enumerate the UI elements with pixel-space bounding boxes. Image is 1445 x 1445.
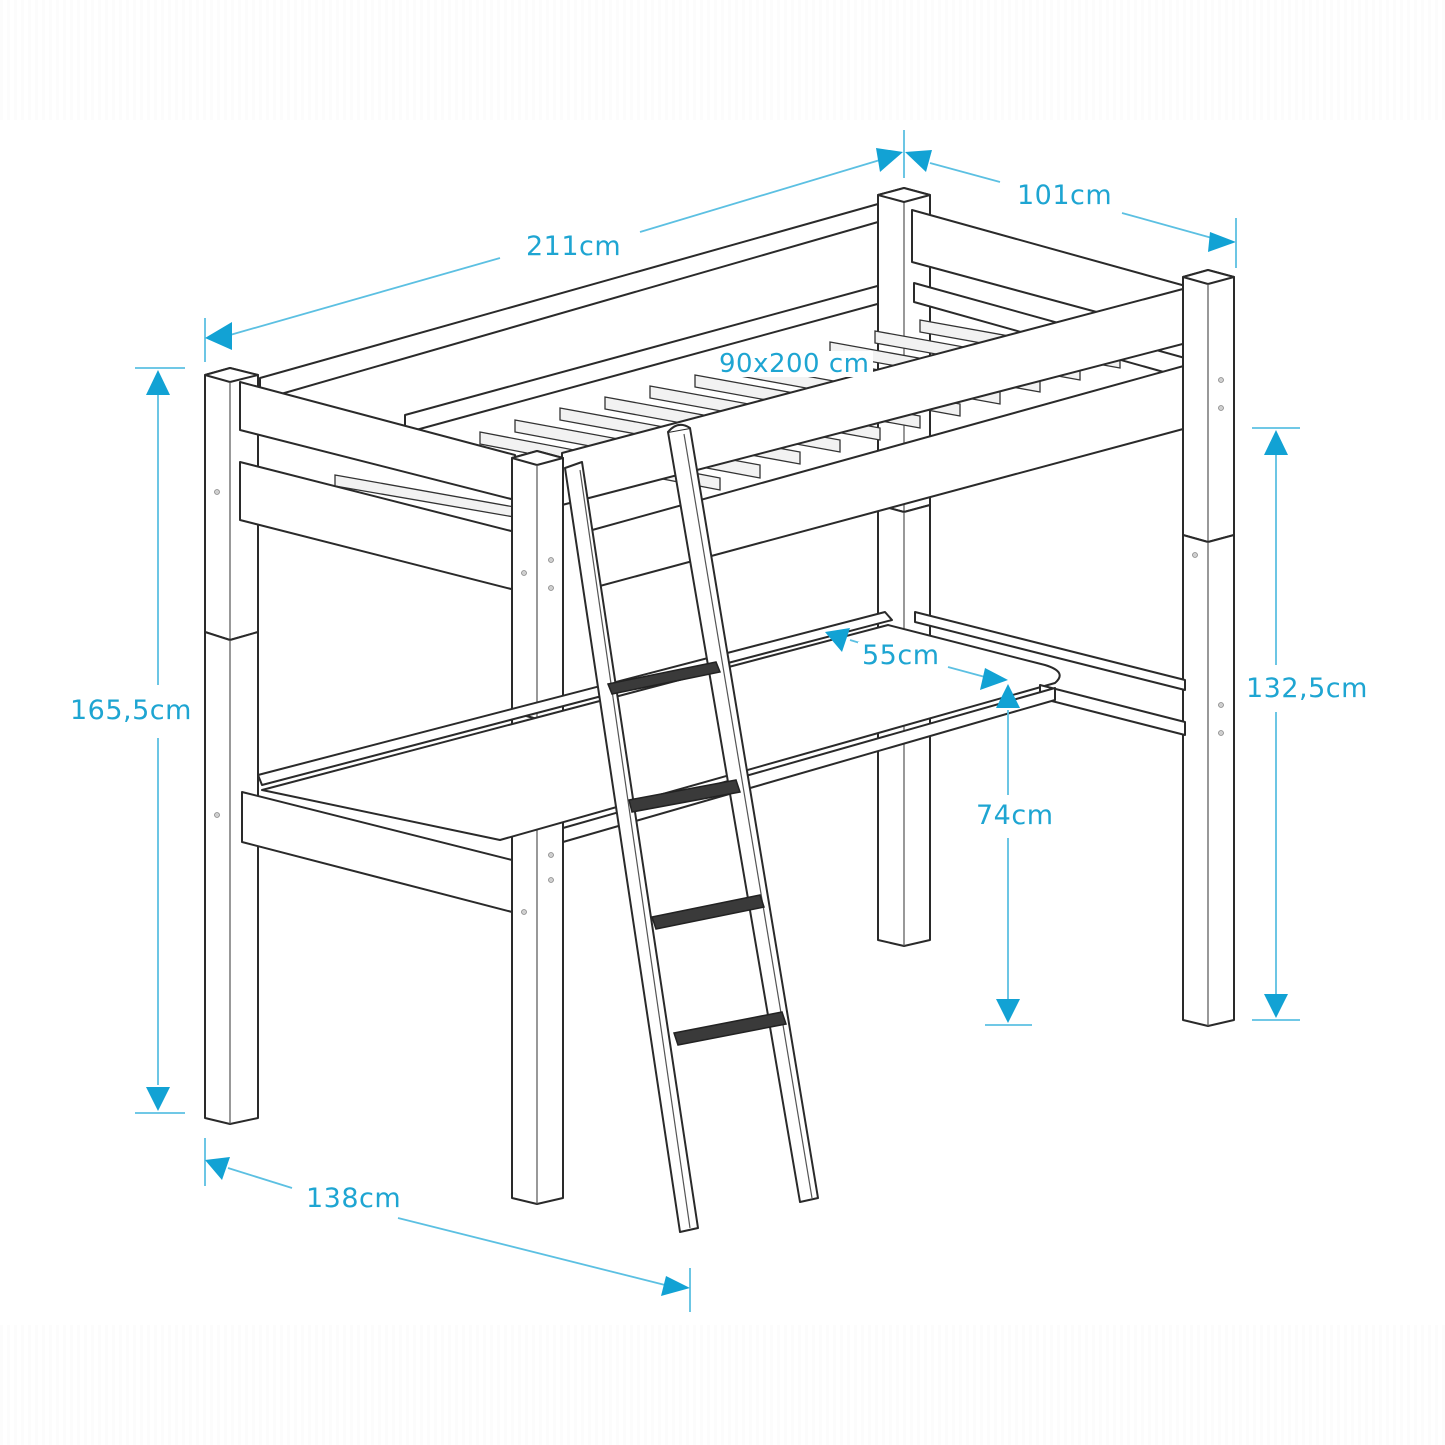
dimension-total-height (135, 367, 185, 1114)
dimension-length (204, 130, 905, 362)
ladder (564, 423, 819, 1233)
front-right-post (1182, 269, 1235, 1027)
front-middle-post (511, 450, 564, 1205)
watermark-band-top (0, 0, 1445, 120)
ladder-step-3 (651, 894, 765, 930)
dimension-desk-depth (825, 628, 1008, 690)
ladder-step-2 (628, 779, 741, 813)
dimension-desk-height (985, 684, 1032, 1026)
label-length: 211cm (522, 233, 626, 260)
dimension-ladder-depth (204, 1138, 691, 1312)
front-left-post (204, 367, 259, 1125)
ladder-step-1 (606, 661, 722, 695)
label-underbed-height: 132,5cm (1242, 675, 1372, 702)
ladder-step-4 (673, 1011, 787, 1046)
dimension-width (905, 150, 1237, 268)
dimension-underbed-height (1252, 427, 1300, 1021)
label-width: 101cm (1013, 182, 1117, 209)
label-total-height: 165,5cm (66, 697, 196, 724)
desk (241, 611, 1186, 913)
label-mattress-size: 90x200 cm (715, 351, 874, 377)
label-desk-depth: 55cm (858, 642, 944, 669)
watermark-band-bottom (0, 1325, 1445, 1445)
label-ladder-depth: 138cm (302, 1185, 406, 1212)
label-desk-height: 74cm (972, 802, 1058, 829)
